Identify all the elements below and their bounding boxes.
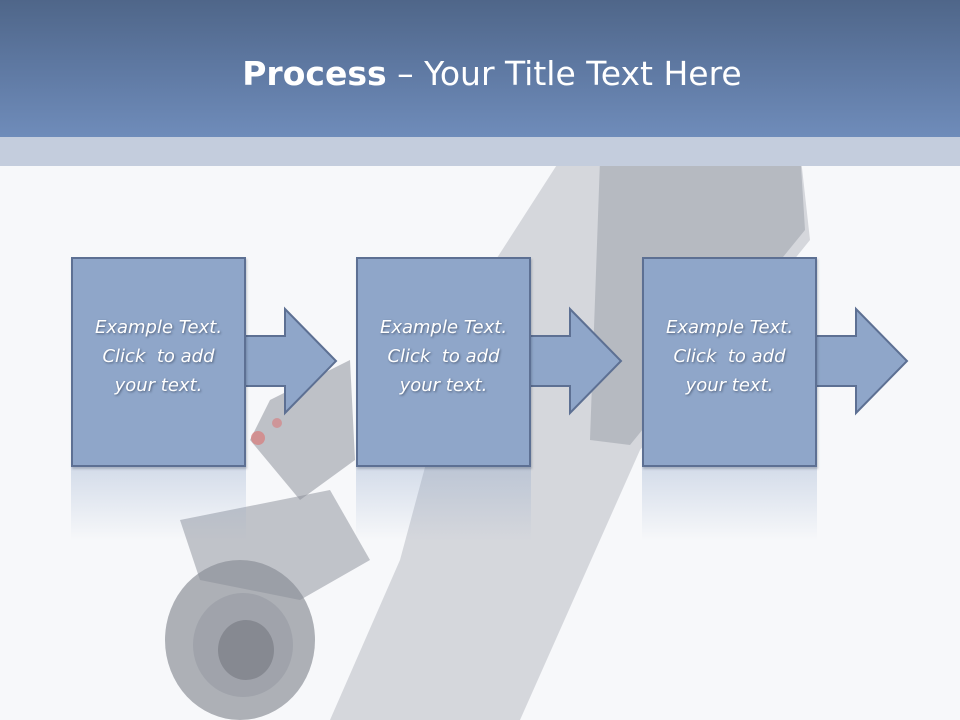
step-3-line-3: your text. [685, 375, 774, 396]
title-bar [0, 0, 960, 137]
step-1-arrow-icon [243, 306, 338, 416]
step-1-line-3: your text. [114, 375, 203, 396]
title-underband [0, 137, 960, 166]
step-3-line-1: Example Text. [665, 317, 794, 338]
step-3-box[interactable]: Example Text. Click to add your text. [642, 257, 817, 467]
step-1-text[interactable]: Example Text. Click to add your text. [73, 313, 244, 400]
step-2-text[interactable]: Example Text. Click to add your text. [358, 313, 529, 400]
title-rest: – Your Title Text Here [386, 54, 742, 93]
title-bold: Process [242, 54, 387, 93]
step-3-line-2: Click to add [673, 346, 786, 367]
step-3-arrow-icon [814, 306, 909, 416]
step-1-reflection [71, 466, 246, 541]
step-2-arrow-icon [528, 306, 623, 416]
page-title[interactable]: Process – Your Title Text Here [0, 54, 960, 94]
step-1-line-2: Click to add [102, 346, 215, 367]
step-2-line-3: your text. [399, 375, 488, 396]
step-2-line-2: Click to add [387, 346, 500, 367]
step-2-line-1: Example Text. [379, 317, 508, 338]
step-1-box[interactable]: Example Text. Click to add your text. [71, 257, 246, 467]
step-2-reflection [356, 466, 531, 541]
step-3-text[interactable]: Example Text. Click to add your text. [644, 313, 815, 400]
step-2-box[interactable]: Example Text. Click to add your text. [356, 257, 531, 467]
step-3-reflection [642, 466, 817, 541]
step-1-line-1: Example Text. [94, 317, 223, 338]
